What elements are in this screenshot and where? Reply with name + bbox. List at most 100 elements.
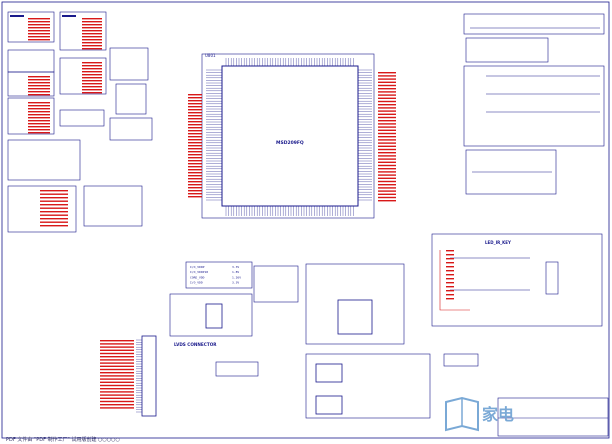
net-label [82,21,102,23]
net-label [28,123,50,125]
net-label [100,368,134,371]
net-label [28,102,50,104]
net-label [378,78,396,80]
net-label [100,365,134,367]
chip-pins-left [206,69,222,201]
voltage-value: 1.8V [232,270,239,274]
net-label [378,107,396,109]
net-label [40,197,68,199]
chip-pins-top [225,58,354,66]
net-label [82,42,102,44]
block-left-7 [7,185,77,233]
block-audio [305,353,431,419]
net-label [82,74,102,76]
net-label [28,27,50,29]
block-flash [305,263,405,345]
net-label [446,286,454,288]
net-label [188,136,202,138]
net-label [28,94,50,96]
net-label [188,184,202,186]
net-label [188,148,202,150]
net-label [28,129,50,131]
block-top-left-a [7,11,55,43]
net-label [446,298,454,300]
net-label [100,375,134,377]
net-label [188,181,202,183]
net-label [188,115,202,117]
net-label [378,139,396,141]
title-block [497,397,609,437]
net-label [40,225,68,227]
net-label [446,294,454,296]
net-label [82,92,102,94]
block-right-power [463,65,605,147]
net-label [40,193,68,195]
net-label [82,36,102,38]
net-label [188,130,202,132]
net-label [28,85,50,87]
net-label [446,254,454,256]
net-label [188,145,202,147]
net-label [378,100,396,103]
net-label [378,129,396,131]
net-label [378,174,396,176]
net-label [100,349,134,351]
chip-pins-right [358,69,372,201]
net-label [28,24,50,26]
net-label [28,79,50,81]
lvds-connector-body [141,335,157,417]
net-label [446,258,454,260]
led-ir-key-title: LED_IR_KEY [485,240,511,245]
net-label [100,340,134,342]
net-label [100,394,134,396]
net-label [378,84,396,87]
net-label [82,30,102,32]
net-label [188,109,202,111]
net-label [378,75,396,77]
net-label [446,250,454,252]
net-label [378,142,396,144]
net-label [82,68,102,70]
net-label [378,91,396,93]
block-lvds: LVDS CONNECTOR [136,335,259,417]
block-power-small [109,47,149,115]
watermark-text: 家电 [482,405,514,424]
net-label [82,83,102,85]
block-left-2a [7,49,55,73]
net-label [82,89,102,91]
net-label [378,126,396,128]
net-label [188,106,202,108]
net-label [378,94,396,96]
net-label [378,123,396,125]
net-label [100,381,134,383]
net-label [100,400,134,403]
net-label [378,97,396,99]
net-label [378,171,396,173]
net-label [378,120,396,122]
net-label [188,169,202,171]
block-led-ir-key: LED_IR_KEY [431,233,603,327]
net-label [100,378,134,380]
net-label [378,113,396,115]
net-label [378,81,396,83]
voltage-value: 3.3V [232,281,239,285]
voltage-net: I/O_VDD [190,281,203,285]
net-label [100,388,134,390]
net-label [28,108,50,110]
block-left-3a [7,71,55,97]
block-left-6 [7,139,81,181]
net-label [188,160,202,162]
voltage-net: I/O_VDDP [190,265,205,269]
main-chip-block: U801 MSD209FQ [201,53,375,219]
voltage-value: 1.26V [232,275,241,279]
net-label [40,214,68,216]
net-label [82,39,102,41]
net-label [188,139,202,141]
net-label [446,266,454,268]
net-label [28,82,50,84]
net-label [446,262,454,264]
net-label [28,21,50,23]
